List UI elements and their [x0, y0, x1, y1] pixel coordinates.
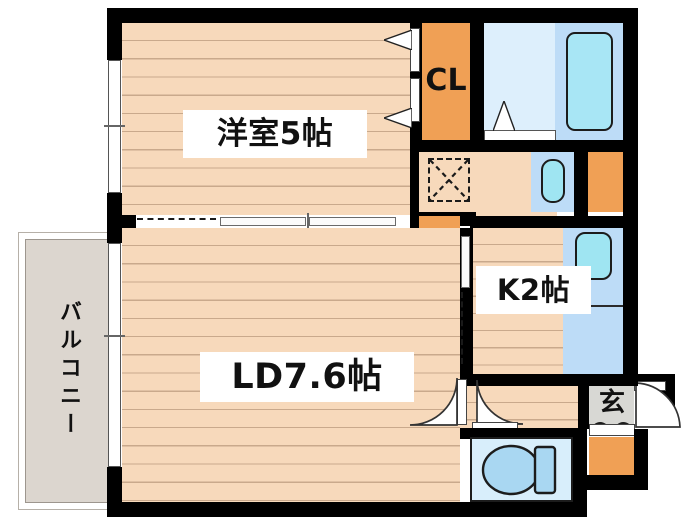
window-washitsu-left-mullion	[104, 125, 125, 127]
sliding-door-mullion	[307, 213, 309, 230]
wall-toilet-right	[573, 428, 587, 517]
exterior-wall-left-upper	[107, 8, 122, 60]
washbasin	[541, 159, 565, 203]
closet-fold-indicator-lower	[384, 108, 412, 128]
wall-washroom-left	[410, 140, 419, 233]
bathtub	[566, 32, 613, 131]
wall-genkan-bottom	[587, 475, 638, 490]
bathroom-fold-indicator	[493, 101, 515, 131]
wall-sanitary-bottom2	[470, 216, 638, 228]
closet-door-upper[interactable]	[410, 28, 420, 72]
kitchen-sink	[575, 232, 612, 280]
closet-CL	[422, 23, 470, 140]
toilet-icon	[481, 444, 557, 496]
window-ld-balcony-mullion	[104, 335, 125, 337]
sliding-door-track	[137, 218, 216, 220]
washitsu-label: 洋室5帖	[183, 110, 367, 158]
kitchen-counter-seam	[563, 305, 623, 307]
wall-partition-ld-left	[107, 215, 136, 228]
wall-sanitary-top	[410, 140, 638, 152]
exterior-wall-top	[107, 8, 638, 23]
genkan	[589, 386, 634, 429]
wall-genkan-top-right	[589, 374, 638, 386]
entrance-door-swing-arc	[635, 382, 681, 428]
exterior-wall-right	[623, 8, 638, 374]
kitchen-label: K2帖	[476, 266, 591, 314]
kitchen-entry-opening[interactable]	[461, 236, 470, 288]
kitchen-opening-track	[461, 292, 463, 364]
closet-fold-indicator-upper	[384, 30, 412, 50]
wall-genkan-right	[634, 429, 648, 490]
closet-label: CL	[424, 38, 468, 124]
closet-label-text: CL	[425, 63, 467, 99]
closet-door-lower[interactable]	[410, 78, 420, 122]
sliding-door-panel-b[interactable]	[309, 217, 396, 226]
balcony-label: バルコニー	[56, 300, 81, 440]
exterior-wall-bottom	[107, 502, 565, 517]
hallway-door-swing-arc	[476, 379, 523, 425]
wall-closet-right	[470, 23, 484, 140]
ld-door-swing-arc	[409, 377, 458, 426]
wall-genkan-left	[578, 374, 589, 429]
genkan-step-sill	[589, 424, 635, 436]
wall-sanitary-divider	[574, 140, 588, 220]
ld-door-leaf[interactable]	[457, 379, 467, 425]
washing-machine-space	[428, 158, 470, 202]
window-ld-balcony[interactable]	[108, 243, 121, 467]
sliding-door-panel-a[interactable]	[220, 217, 306, 226]
wall-toilet-top	[460, 428, 585, 439]
shoe-cabinet	[589, 437, 634, 475]
storage-cabinet-sanitary	[588, 152, 623, 212]
ld-label: LD7.6帖	[200, 352, 414, 402]
washing-machine-cross-icon	[429, 159, 469, 201]
wall-toilet-bottom	[460, 502, 587, 517]
balcony	[25, 239, 111, 503]
genkan-label: 玄	[598, 388, 625, 418]
